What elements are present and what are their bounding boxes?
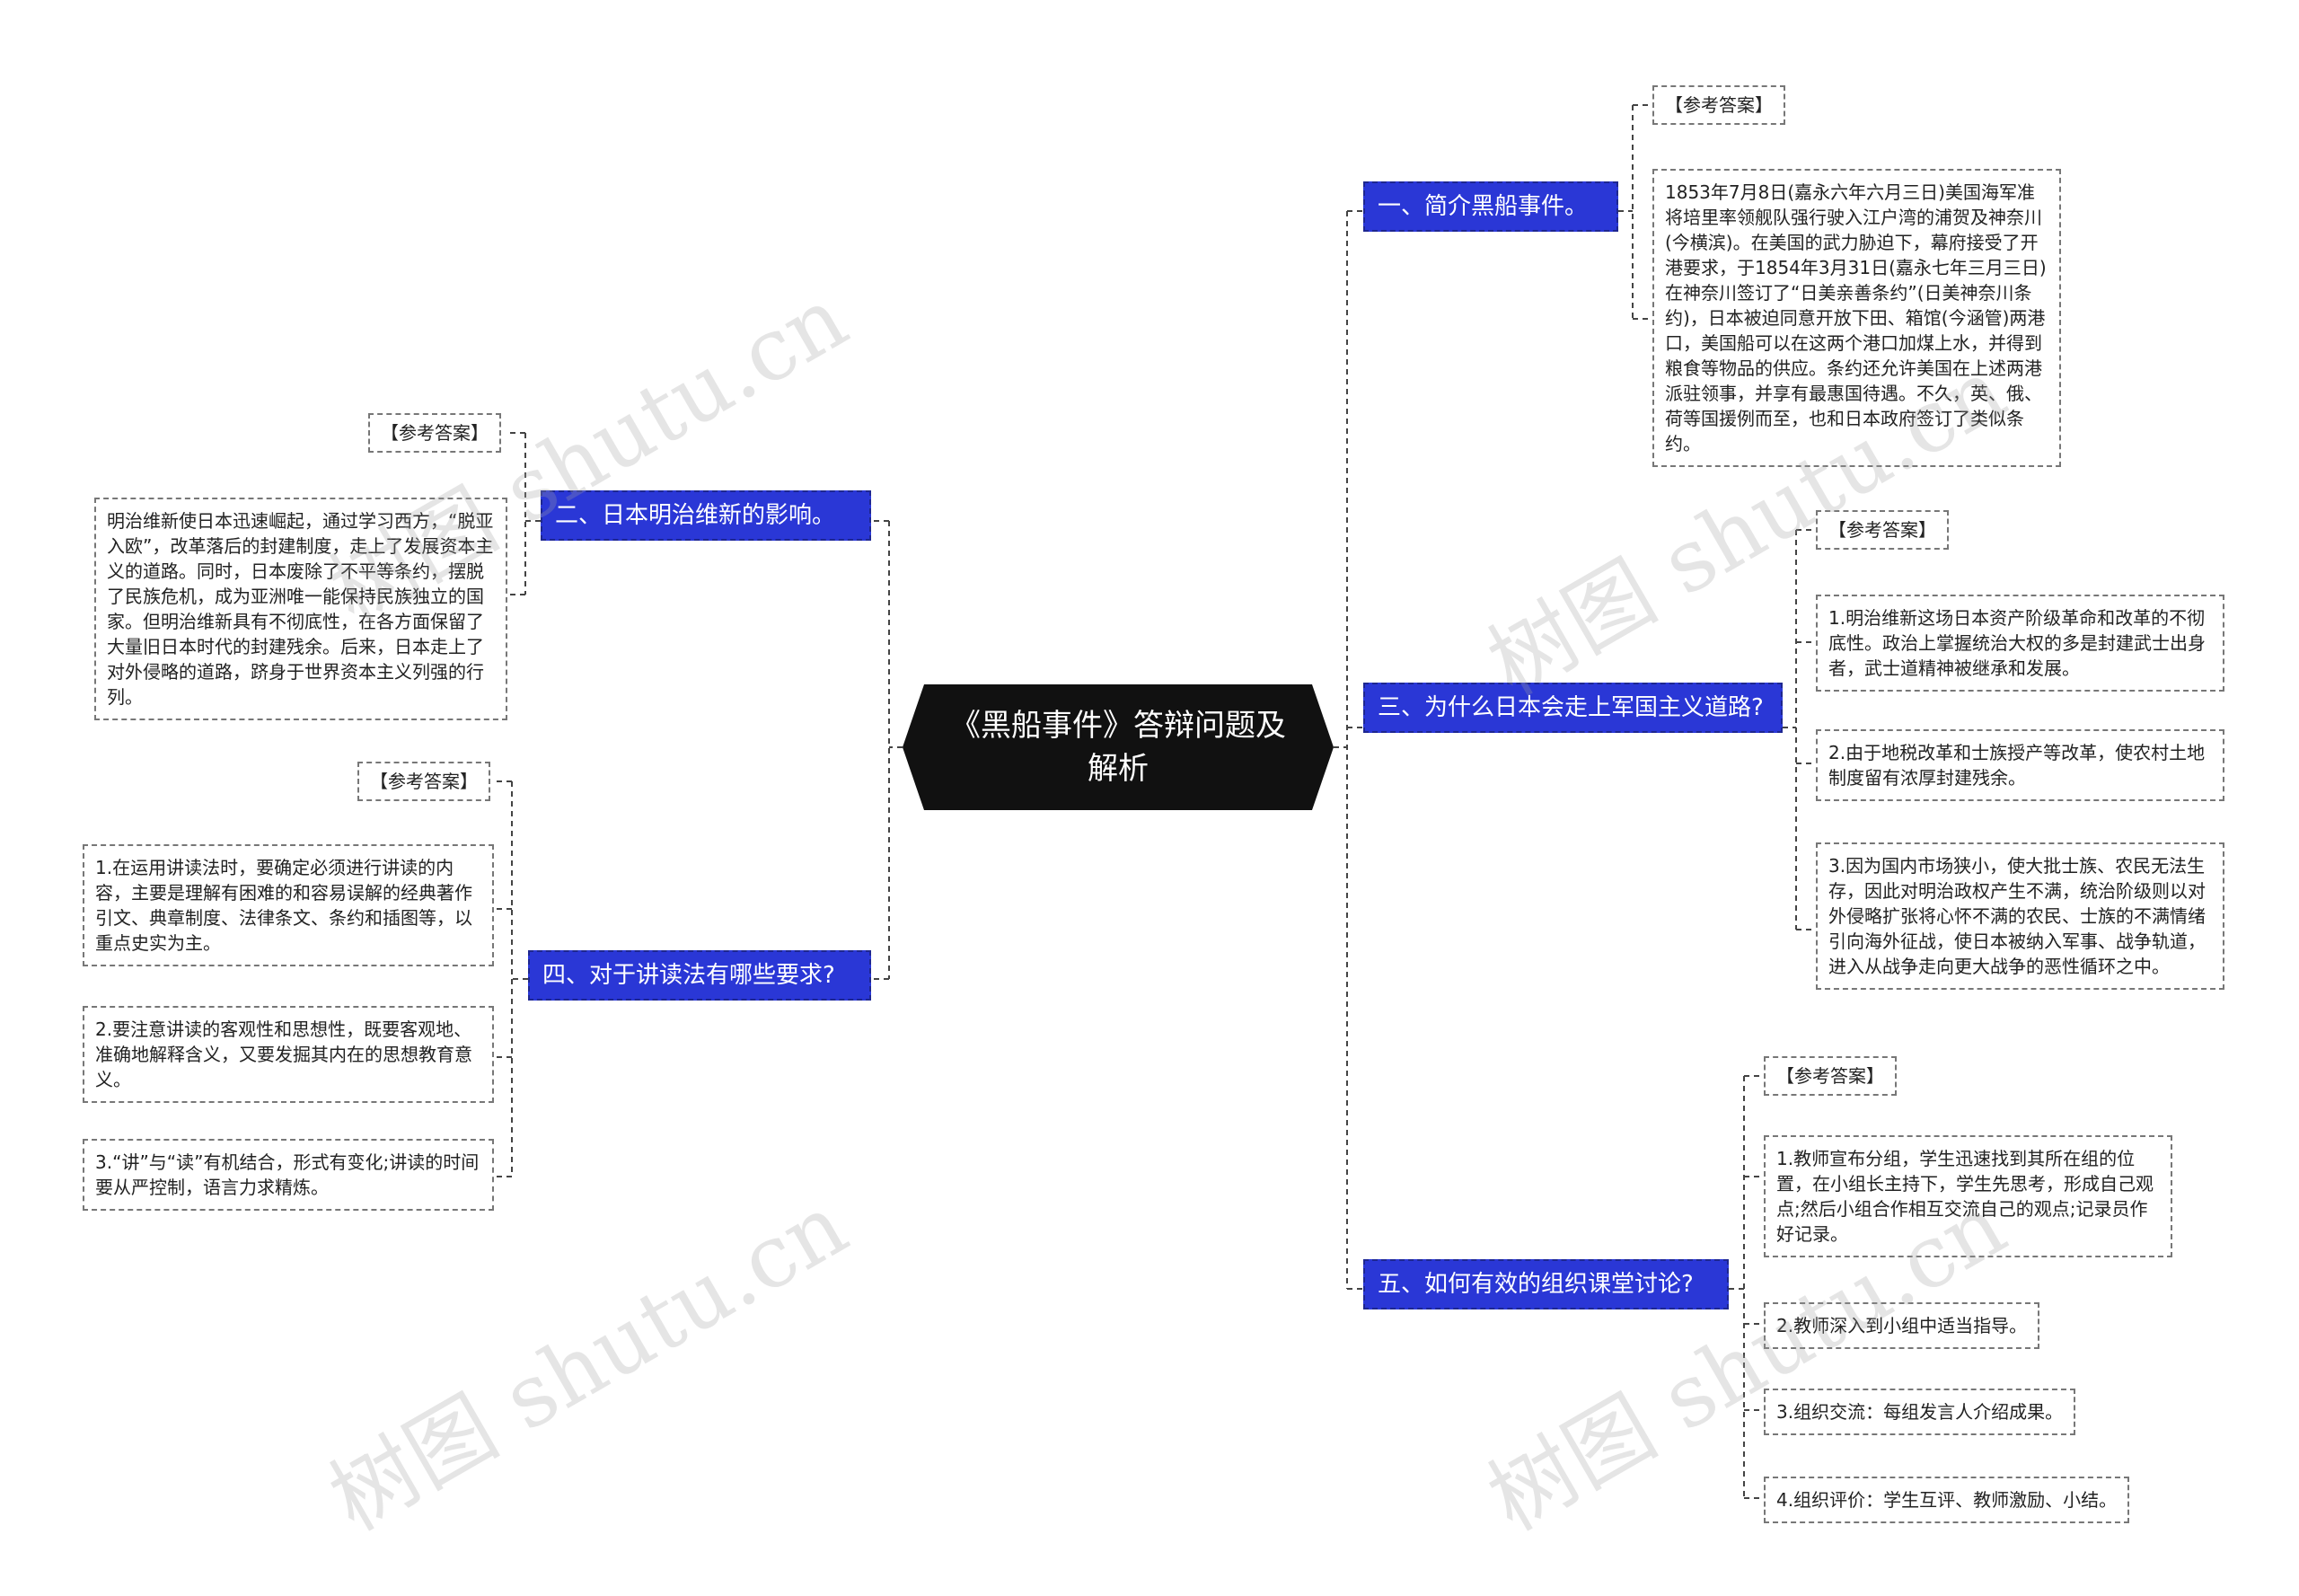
branch-2-answer-label: 【参考答案】 (368, 413, 501, 453)
branch-3-answer-label: 【参考答案】 (1816, 510, 1949, 550)
branch-2-title: 二、日本明治维新的影响。 (555, 502, 836, 529)
answer-label-text: 【参考答案】 (1776, 1065, 1884, 1087)
branch-1-answer-1: 1853年7月8日(嘉永六年六月三日)美国海军准将培里率领舰队强行驶入江户湾的浦… (1652, 169, 2061, 467)
answer-text: 1853年7月8日(嘉永六年六月三日)美国海军准将培里率领舰队强行驶入江户湾的浦… (1665, 181, 2047, 454)
branch-5-title: 五、如何有效的组织课堂讨论? (1378, 1271, 1694, 1298)
branch-5-answer-1: 1.教师宣布分组，学生迅速找到其所在组的位置，在小组长主持下，学生先思考，形成自… (1764, 1135, 2172, 1257)
branch-1-topic[interactable]: 一、简介黑船事件。 (1363, 181, 1618, 232)
answer-label-text: 【参考答案】 (381, 422, 489, 444)
branch-4-answer-label: 【参考答案】 (357, 762, 490, 801)
answer-text: 2.教师深入到小组中适当指导。 (1776, 1315, 2028, 1336)
branch-3-title: 三、为什么日本会走上军国主义道路? (1378, 694, 1764, 721)
branch-3-answer-1: 1.明治维新这场日本资产阶级革命和改革的不彻底性。政治上掌握统治大权的多是封建武… (1816, 595, 2224, 692)
answer-text: 3.组织交流：每组发言人介绍成果。 (1776, 1401, 2064, 1423)
answer-label-text: 【参考答案】 (1828, 519, 1936, 541)
branch-5-answer-label: 【参考答案】 (1764, 1056, 1897, 1096)
answer-text: 3.“讲”与“读”有机结合，形式有变化;讲读的时间要从严控制，语言力求精炼。 (95, 1151, 480, 1198)
branch-2-answer-1: 明治维新使日本迅速崛起，通过学习西方，“脱亚入欧”，改革落后的封建制度，走上了发… (94, 498, 507, 720)
answer-text: 1.在运用讲读法时，要确定必须进行讲读的内容，主要是理解有困难的和容易误解的经典… (95, 857, 472, 954)
branch-4-topic[interactable]: 四、对于讲读法有哪些要求? (528, 950, 871, 1001)
branch-4-answer-1: 1.在运用讲读法时，要确定必须进行讲读的内容，主要是理解有困难的和容易误解的经典… (83, 844, 494, 966)
branch-1-title: 一、简介黑船事件。 (1378, 193, 1589, 220)
branch-3-answer-2: 2.由于地税改革和士族授产等改革，使农村土地制度留有浓厚封建残余。 (1816, 729, 2224, 801)
branch-5-topic[interactable]: 五、如何有效的组织课堂讨论? (1363, 1259, 1729, 1309)
answer-text: 2.要注意讲读的客观性和思想性，既要客观地、准确地解释含义，又要发掘其内在的思想… (95, 1018, 472, 1090)
branch-2-topic[interactable]: 二、日本明治维新的影响。 (541, 490, 871, 541)
branch-4-title: 四、对于讲读法有哪些要求? (542, 962, 835, 989)
answer-text: 1.教师宣布分组，学生迅速找到其所在组的位置，在小组长主持下，学生先思考，形成自… (1776, 1148, 2154, 1245)
root-title: 《黑船事件》答辩问题及解析 (950, 708, 1286, 787)
answer-text: 明治维新使日本迅速崛起，通过学习西方，“脱亚入欧”，改革落后的封建制度，走上了发… (107, 510, 494, 708)
branch-5-answer-2: 2.教师深入到小组中适当指导。 (1764, 1302, 2040, 1349)
answer-text: 1.明治维新这场日本资产阶级革命和改革的不彻底性。政治上掌握统治大权的多是封建武… (1828, 607, 2206, 679)
branch-1-answer-label: 【参考答案】 (1652, 85, 1785, 125)
root-topic[interactable]: 《黑船事件》答辩问题及解析 (903, 684, 1334, 810)
answer-label-text: 【参考答案】 (1665, 94, 1773, 116)
branch-5-answer-3: 3.组织交流：每组发言人介绍成果。 (1764, 1389, 2076, 1435)
answer-text: 3.因为国内市场狭小，使大批士族、农民无法生存，因此对明治政权产生不满，统治阶级… (1828, 855, 2206, 977)
branch-4-answer-3: 3.“讲”与“读”有机结合，形式有变化;讲读的时间要从严控制，语言力求精炼。 (83, 1139, 494, 1211)
answer-text: 4.组织评价：学生互评、教师激励、小结。 (1776, 1489, 2118, 1511)
answer-label-text: 【参考答案】 (370, 771, 478, 792)
branch-5-answer-4: 4.组织评价：学生互评、教师激励、小结。 (1764, 1477, 2130, 1523)
branch-4-answer-2: 2.要注意讲读的客观性和思想性，既要客观地、准确地解释含义，又要发掘其内在的思想… (83, 1006, 494, 1103)
branch-3-topic[interactable]: 三、为什么日本会走上军国主义道路? (1363, 683, 1783, 733)
answer-text: 2.由于地税改革和士族授产等改革，使农村土地制度留有浓厚封建残余。 (1828, 742, 2206, 789)
branch-3-answer-3: 3.因为国内市场狭小，使大批士族、农民无法生存，因此对明治政权产生不满，统治阶级… (1816, 842, 2224, 990)
